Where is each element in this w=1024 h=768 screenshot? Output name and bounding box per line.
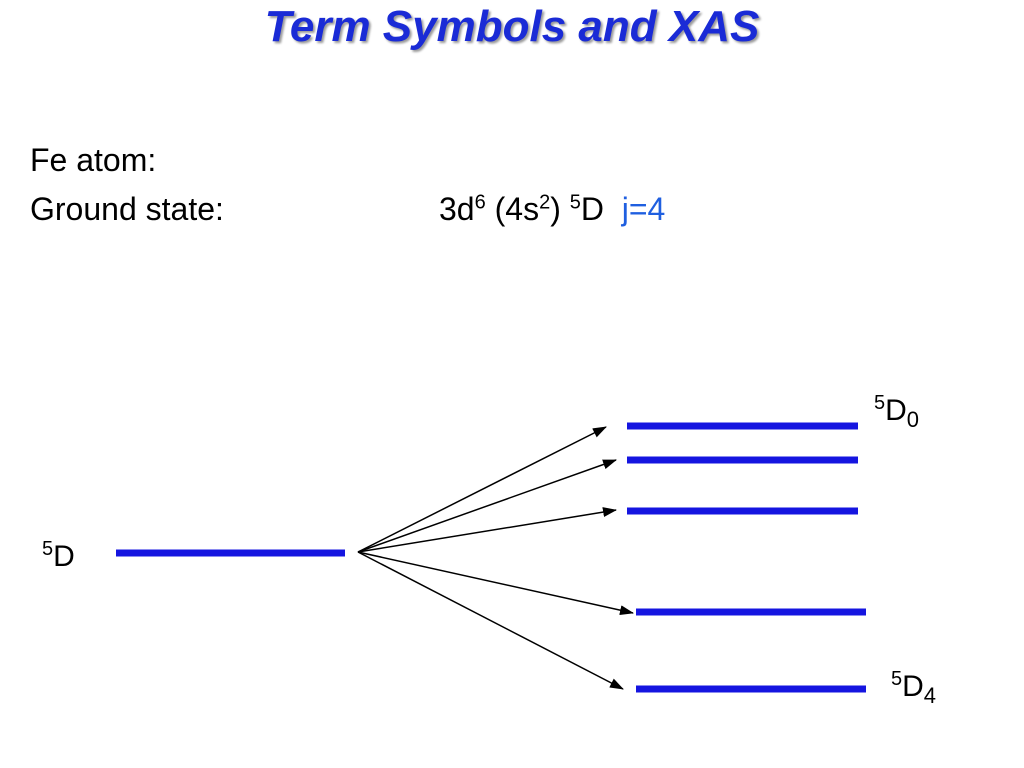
ground-state-label: Ground state: [30,191,224,227]
top-term-j: 0 [906,407,920,432]
page-title: Term Symbols and XAS [264,2,760,51]
atom-label-row: Fe atom: [30,142,156,179]
bottom-term-multiplicity: 5 [891,668,903,690]
config-term-multiplicity: 5 [569,191,581,214]
transition-arrow-2 [357,459,617,553]
j-value: j=4 [621,191,666,227]
config-3d-superscript: 6 [474,191,486,214]
ground-state-row: Ground state: 3d6 (4s2) 5D j=4 [30,191,790,231]
top-term-multiplicity: 5 [874,392,886,414]
config-4s-close: ) [550,191,561,227]
transition-arrow-5 [357,551,624,690]
transition-arrow-3 [357,507,617,553]
initial-term-letter: D [53,540,75,573]
top-term-letter: D [885,394,907,427]
top-term-label: 5D0 [874,392,919,431]
transition-arrow-4 [357,551,634,616]
config-4s-base: (4s [494,191,540,227]
atom-label: Fe atom: [30,142,157,178]
config-term-letter: D [580,191,604,227]
initial-term-multiplicity: 5 [42,538,54,560]
initial-term-label: 5D [42,538,75,574]
bottom-term-j: 4 [923,683,937,708]
config-3d-base: 3d [439,191,475,227]
transition-arrow-1 [357,426,607,553]
config-4s-superscript: 2 [539,191,551,214]
bottom-term-label: 5D4 [891,668,936,707]
electron-configuration: 3d6 (4s2) 5D j=4 [439,191,665,228]
bottom-term-letter: D [902,670,924,703]
